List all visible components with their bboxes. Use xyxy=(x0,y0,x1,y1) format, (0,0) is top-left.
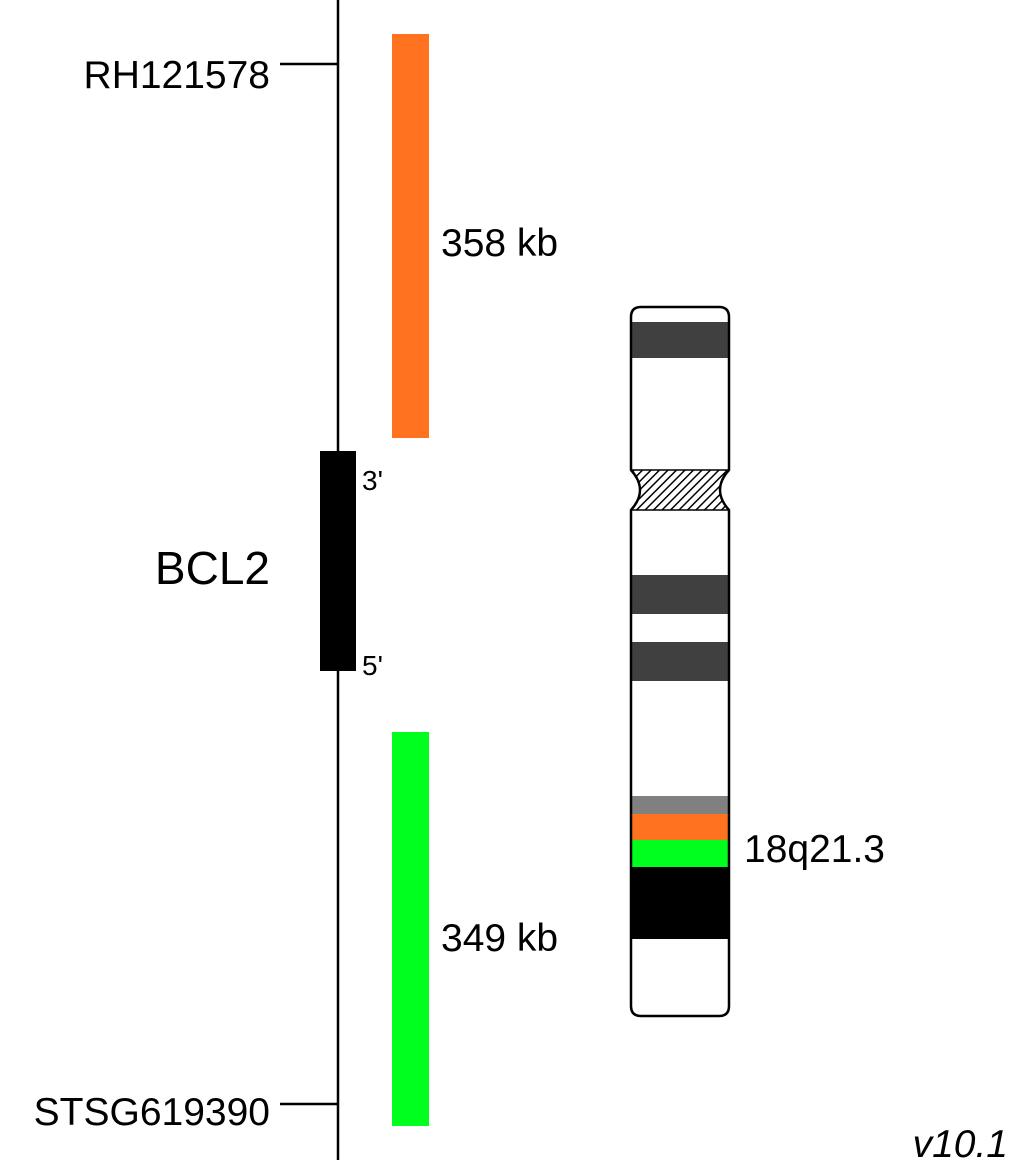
probe-upstream-bar xyxy=(392,34,429,438)
chromosome-probe-downstream-marker xyxy=(631,840,729,867)
chromosome-centromere xyxy=(631,470,729,510)
probe-downstream-bar xyxy=(392,732,429,1126)
gene-end-label-top: 3' xyxy=(362,465,383,496)
chromosome-band-q-black xyxy=(631,867,729,939)
chromosome-ideogram xyxy=(629,305,731,1018)
chromosome-band-q-dark-2 xyxy=(631,642,729,681)
probe-upstream-size-label: 358 kb xyxy=(441,222,558,265)
probe-downstream-size-label: 349 kb xyxy=(441,917,558,960)
gene-block xyxy=(320,451,356,671)
version-label: v10.1 xyxy=(913,1123,1008,1160)
gene-end-label-bottom: 5' xyxy=(362,650,383,681)
chromosome-band-q-gray xyxy=(631,796,729,814)
marker-label-bottom: STSG619390 xyxy=(34,1091,270,1134)
chromosome-outline xyxy=(629,305,731,1018)
chromosome-band-q-dark-1 xyxy=(631,575,729,614)
marker-label-top: RH121578 xyxy=(84,54,270,97)
chromosome-band-p-dark xyxy=(631,322,729,358)
gene-label: BCL2 xyxy=(155,542,270,594)
chromosome-probe-upstream-marker xyxy=(631,814,729,840)
chromosome-band-label: 18q21.3 xyxy=(744,828,885,871)
